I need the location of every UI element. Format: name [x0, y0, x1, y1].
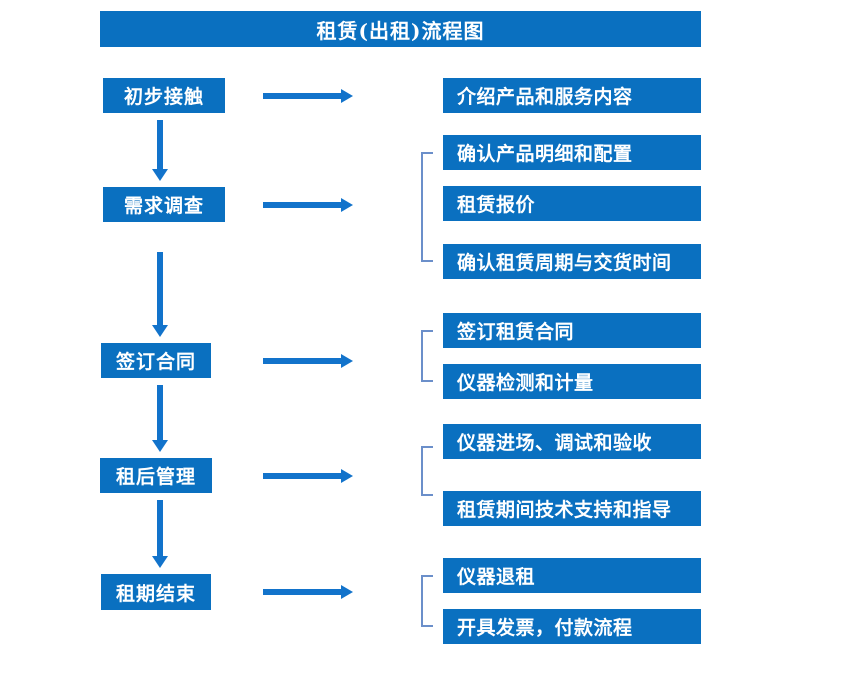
output-box: 签订租赁合同: [443, 313, 701, 348]
arrow-shaft: [263, 473, 342, 479]
arrow-head: [152, 169, 168, 181]
group-bracket-demand-survey: [421, 152, 433, 262]
arrow-shaft: [263, 358, 342, 364]
flow-arrow-down-4: [152, 500, 168, 568]
output-box: 仪器退租: [443, 558, 701, 593]
arrow-shaft: [157, 385, 163, 442]
step-box-lease-end: 租期结束: [101, 574, 211, 610]
step-box-initial-contact: 初步接触: [103, 78, 225, 113]
output-box: 确认产品明细和配置: [443, 135, 701, 170]
arrow-shaft: [263, 93, 342, 99]
flow-arrow-right-1: [263, 89, 353, 103]
arrow-shaft: [157, 252, 163, 327]
arrow-head: [341, 469, 353, 483]
output-box: 仪器进场、调试和验收: [443, 424, 701, 459]
output-box: 租赁期间技术支持和指导: [443, 491, 701, 526]
arrow-head: [152, 440, 168, 452]
arrow-shaft: [263, 589, 342, 595]
arrow-head: [341, 354, 353, 368]
group-bracket-post-rental-management: [421, 446, 433, 496]
arrow-shaft: [157, 120, 163, 171]
flow-arrow-down-2: [152, 252, 168, 337]
step-box-sign-contract: 签订合同: [101, 343, 211, 378]
flow-arrow-right-2: [263, 198, 353, 212]
arrow-head: [152, 325, 168, 337]
flow-arrow-right-3: [263, 354, 353, 368]
arrow-head: [341, 585, 353, 599]
output-box: 开具发票，付款流程: [443, 609, 701, 644]
flow-arrow-right-5: [263, 585, 353, 599]
arrow-head: [152, 556, 168, 568]
flow-arrow-down-3: [152, 385, 168, 452]
step-box-post-rental-management: 租后管理: [100, 458, 212, 493]
output-box: 仪器检测和计量: [443, 364, 701, 399]
flow-arrow-down-1: [152, 120, 168, 181]
arrow-shaft: [263, 202, 342, 208]
output-box: 确认租赁周期与交货时间: [443, 244, 701, 279]
chart-title-bar: 租赁(出租)流程图: [100, 11, 701, 47]
output-box: 介绍产品和服务内容: [443, 78, 701, 113]
group-bracket-sign-contract: [421, 330, 433, 382]
arrow-shaft: [157, 500, 163, 558]
arrow-head: [341, 89, 353, 103]
chart-title: 租赁(出租)流程图: [316, 18, 485, 43]
output-box: 租赁报价: [443, 186, 701, 221]
step-box-demand-survey: 需求调查: [103, 187, 225, 222]
flow-arrow-right-4: [263, 469, 353, 483]
group-bracket-lease-end: [421, 575, 433, 627]
arrow-head: [341, 198, 353, 212]
